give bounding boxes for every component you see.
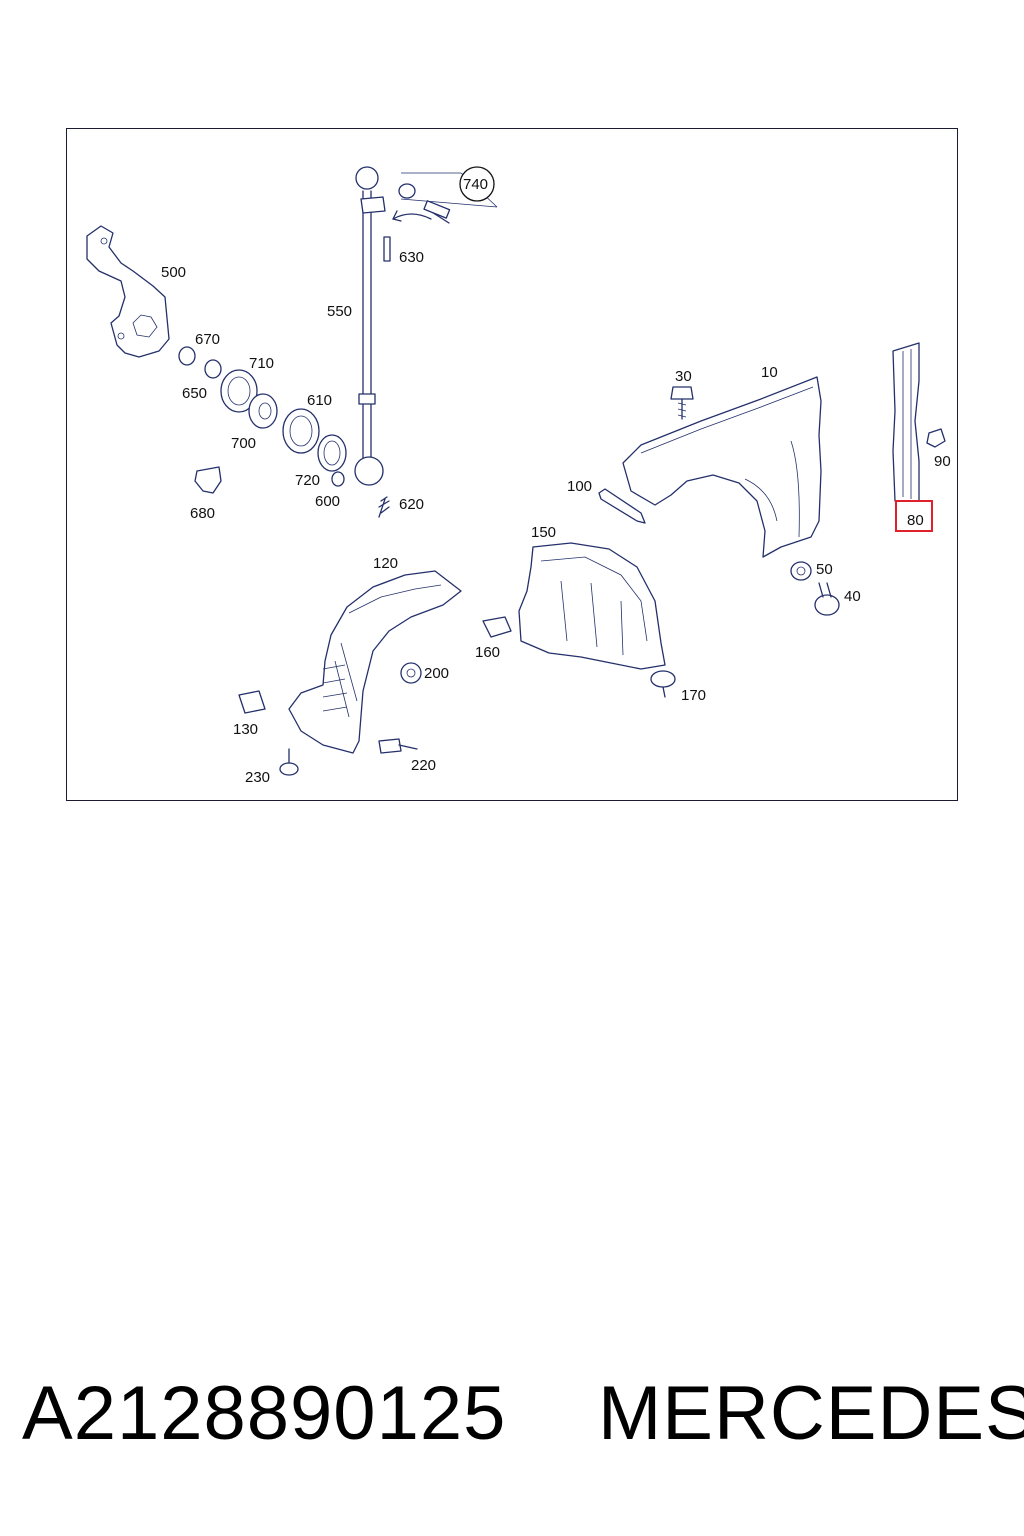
callout-label-600[interactable]: 600 bbox=[315, 493, 340, 510]
part-100-strip[interactable] bbox=[598, 488, 646, 524]
callout-label-720[interactable]: 720 bbox=[295, 472, 320, 489]
parts-diagram: 500 740 630 550 670 710 650 610 700 720 600 620 680 3… bbox=[86, 166, 951, 786]
label-740-circle bbox=[459, 166, 495, 202]
callout-label-170[interactable]: 170 bbox=[681, 687, 706, 704]
callout-label-630[interactable]: 630 bbox=[399, 249, 424, 266]
callout-label-650[interactable]: 650 bbox=[182, 385, 207, 402]
part-170-rivet[interactable] bbox=[650, 670, 676, 698]
part-200-nut[interactable] bbox=[400, 662, 422, 684]
callout-label-500[interactable]: 500 bbox=[161, 264, 186, 281]
brand-name: MERCEDES bbox=[598, 1371, 1024, 1456]
part-720-ring[interactable] bbox=[317, 434, 347, 472]
callout-label-160[interactable]: 160 bbox=[475, 644, 500, 661]
part-700-gear[interactable] bbox=[248, 393, 278, 429]
part-30-screw[interactable] bbox=[670, 386, 694, 420]
part-90-clip[interactable] bbox=[926, 428, 946, 448]
part-50-nut[interactable] bbox=[790, 561, 812, 581]
callout-label-10[interactable]: 10 bbox=[761, 364, 778, 381]
part-number: A2128890125 bbox=[22, 1371, 507, 1456]
part-80-pillar[interactable] bbox=[892, 342, 920, 502]
part-160-clip[interactable] bbox=[482, 616, 512, 638]
part-600-washer[interactable] bbox=[331, 471, 345, 487]
callout-label-90[interactable]: 90 bbox=[934, 453, 951, 470]
part-230-bolt[interactable] bbox=[279, 748, 299, 776]
part-500-bracket[interactable] bbox=[86, 225, 170, 358]
diagram-labels: 500 740 630 550 670 710 650 610 700 720 600 620 680 3… bbox=[161, 166, 951, 786]
part-10-fender[interactable] bbox=[622, 376, 822, 558]
callout-label-220[interactable]: 220 bbox=[411, 757, 436, 774]
callout-label-40[interactable]: 40 bbox=[844, 588, 861, 605]
callout-label-550[interactable]: 550 bbox=[327, 303, 352, 320]
part-620-spring[interactable] bbox=[378, 496, 390, 518]
callout-label-740[interactable]: 740 bbox=[463, 176, 488, 193]
callout-label-150[interactable]: 150 bbox=[531, 524, 556, 541]
part-150-liner[interactable] bbox=[518, 542, 666, 670]
parts-diagram-frame: 500 740 630 550 670 710 650 610 700 720 600 620 680 3… bbox=[66, 128, 958, 801]
callout-label-50[interactable]: 50 bbox=[816, 561, 833, 578]
callout-label-30[interactable]: 30 bbox=[675, 368, 692, 385]
part-120-liner[interactable] bbox=[288, 570, 462, 754]
callout-label-120[interactable]: 120 bbox=[373, 555, 398, 572]
footer: A2128890125 MERCEDES bbox=[0, 1370, 1024, 1470]
callout-label-620[interactable]: 620 bbox=[399, 496, 424, 513]
part-610-ring[interactable] bbox=[282, 408, 320, 454]
callout-label-130[interactable]: 130 bbox=[233, 721, 258, 738]
callout-label-610[interactable]: 610 bbox=[307, 392, 332, 409]
callout-label-230[interactable]: 230 bbox=[245, 769, 270, 786]
part-40-screw[interactable] bbox=[814, 582, 840, 616]
part-130-clip[interactable] bbox=[238, 690, 266, 714]
callout-label-680[interactable]: 680 bbox=[190, 505, 215, 522]
part-550-rod[interactable] bbox=[354, 166, 386, 486]
callout-label-700[interactable]: 700 bbox=[231, 435, 256, 452]
callout-label-100[interactable]: 100 bbox=[567, 478, 592, 495]
callout-label-710[interactable]: 710 bbox=[249, 355, 274, 372]
callout-label-670[interactable]: 670 bbox=[195, 331, 220, 348]
part-630-pin[interactable] bbox=[383, 236, 391, 262]
callout-label-80[interactable]: 80 bbox=[907, 512, 924, 529]
part-680-clip[interactable] bbox=[194, 466, 222, 494]
part-670-bushing[interactable] bbox=[178, 346, 222, 379]
part-710-ring[interactable] bbox=[220, 369, 258, 413]
part-220-rivet[interactable] bbox=[378, 738, 418, 754]
highlight-box-80 bbox=[895, 500, 933, 532]
callout-label-200[interactable]: 200 bbox=[424, 665, 449, 682]
